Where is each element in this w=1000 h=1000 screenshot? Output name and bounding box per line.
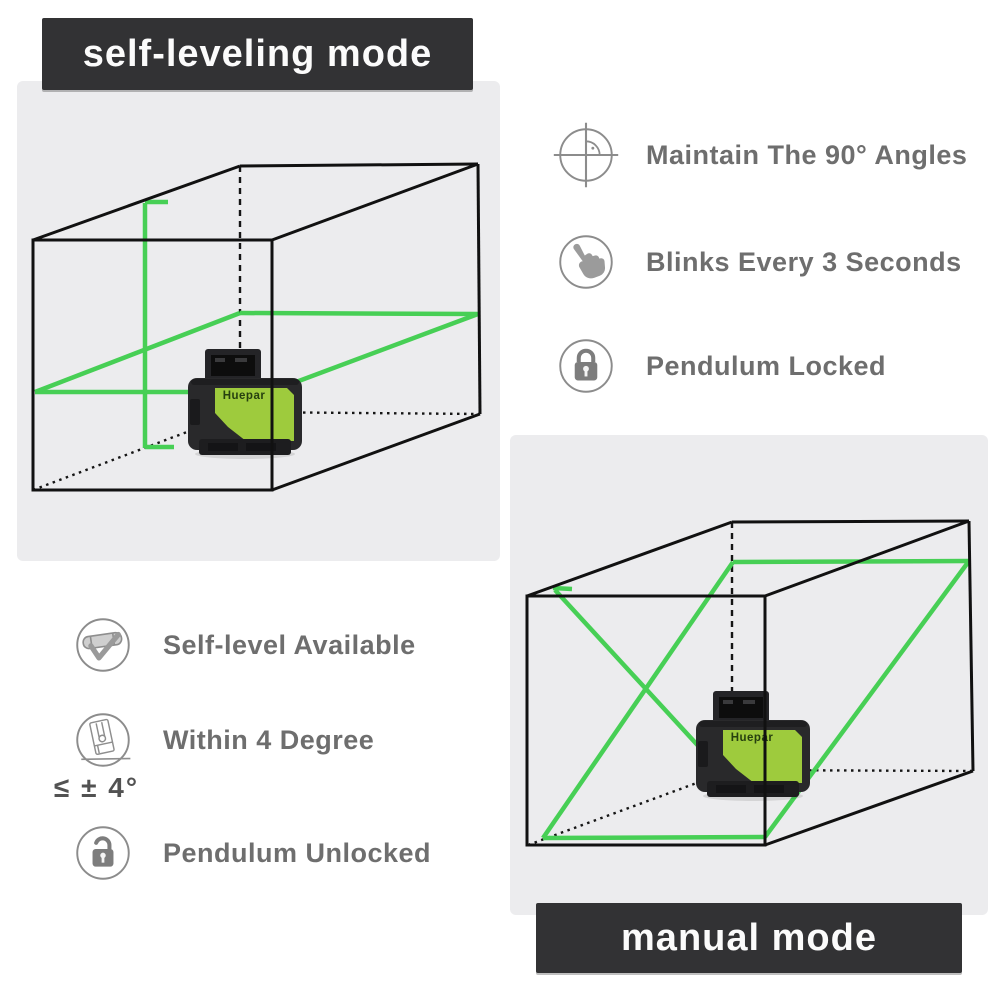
tilt-range-note: ≤ ± 4° [54,772,140,803]
feature-blinks: Blinks Every 3 Seconds [553,229,962,295]
feature-maintain-angles: Maintain The 90° Angles [553,122,967,188]
manual-scene-panel [510,435,988,915]
feature-label: Pendulum Unlocked [163,837,432,868]
self-leveling-scene-panel [17,81,500,561]
feature-pendulum-locked: Pendulum Locked [553,333,886,399]
feature-label: Maintain The 90° Angles [646,139,968,170]
feature-pendulum-unlocked: Pendulum Unlocked [70,820,431,886]
self-leveling-mode-banner: self-leveling mode [42,18,473,90]
feature-within-4-degree: Within 4 Degree [70,707,374,773]
feature-self-level-available: Self-level Available [70,612,416,678]
crosshair-90-icon [553,122,619,188]
manual-mode-banner: manual mode [536,903,962,973]
feature-label: Pendulum Locked [646,350,887,381]
tilt-pendulum-icon [76,713,131,767]
feature-label: Self-level Available [163,629,416,660]
hand-point-icon [559,235,613,289]
level-vial-check-icon [76,618,130,672]
lock-closed-icon [559,339,613,393]
lock-open-icon [76,826,130,880]
feature-label: Within 4 Degree [163,724,375,755]
feature-label: Blinks Every 3 Seconds [646,246,962,277]
